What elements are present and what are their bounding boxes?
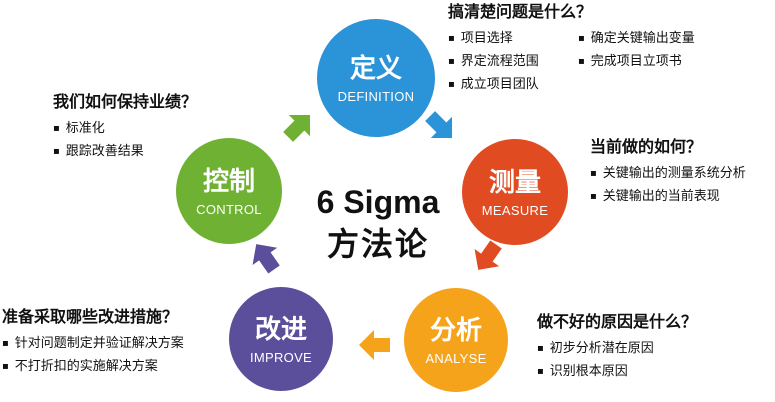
control-block: 我们如何保持业绩？ 标准化 跟踪改善结果	[53, 92, 197, 163]
control-items: 标准化 跟踪改善结果	[53, 117, 197, 163]
define-items: 项目选择 界定流程范围 成立项目团队 确定关键输出变量 完成项目立项书	[448, 22, 695, 96]
center-title-line1: 6 Sigma	[316, 184, 440, 220]
improve-subtitle: IMPROVE	[249, 349, 313, 365]
measure-title: 测量	[488, 167, 541, 198]
list-item: 成立项目团队	[448, 73, 578, 96]
arrow-measure-to-analyse	[474, 240, 502, 270]
measure-block: 当前做的如何？ 关键输出的测量系统分析 关键输出的当前表现	[590, 137, 746, 208]
list-item: 识别根本原因	[537, 360, 697, 383]
measure-question: 当前做的如何？	[590, 137, 703, 156]
list-item: 不打折扣的实施解决方案	[2, 355, 184, 378]
center-title: 6 Sigma 方法论	[300, 182, 456, 266]
list-item: 确定关键输出变量	[578, 27, 695, 50]
list-item: 针对问题制定并验证解决方案	[2, 332, 184, 355]
improve-block: 准备采取哪些改进措施？ 针对问题制定并验证解决方案 不打折扣的实施解决方案	[2, 307, 184, 378]
arrow-control-to-define	[283, 114, 311, 142]
improve-items: 针对问题制定并验证解决方案 不打折扣的实施解决方案	[2, 332, 184, 378]
list-item: 初步分析潜在原因	[537, 337, 697, 360]
analyse-title: 分析	[429, 315, 482, 346]
arrow-improve-to-control	[252, 244, 280, 274]
analyse-items: 初步分析潜在原因 识别根本原因	[537, 337, 697, 383]
list-item: 跟踪改善结果	[53, 140, 197, 163]
arrow-analyse-to-improve	[359, 330, 390, 360]
analyse-question: 做不好的原因是什么？	[537, 312, 698, 331]
define-subtitle: DEFINITION	[337, 88, 415, 104]
control-title: 控制	[202, 166, 255, 197]
center-title-line2: 方法论	[326, 225, 429, 263]
improve-title: 改进	[254, 314, 307, 345]
define-block: 搞清楚问题是什么？ 项目选择 界定流程范围 成立项目团队 确定关键输出变量 完成…	[448, 2, 695, 96]
list-item: 项目选择	[448, 27, 578, 50]
arrow-define-to-measure	[425, 111, 453, 139]
measure-items: 关键输出的测量系统分析 关键输出的当前表现	[590, 162, 746, 208]
define-items-col2: 确定关键输出变量 完成项目立项书	[578, 27, 695, 96]
define-circle: 定义 DEFINITION	[317, 19, 435, 137]
measure-subtitle: MEASURE	[481, 202, 549, 218]
control-subtitle: CONTROL	[196, 201, 262, 217]
define-items-col1: 项目选择 界定流程范围 成立项目团队	[448, 27, 578, 96]
list-item: 关键输出的测量系统分析	[590, 162, 746, 185]
list-item: 标准化	[53, 117, 197, 140]
list-item: 关键输出的当前表现	[590, 185, 746, 208]
define-title: 定义	[349, 53, 402, 84]
measure-circle: 测量 MEASURE	[462, 139, 568, 245]
list-item: 完成项目立项书	[578, 50, 695, 73]
define-question: 搞清楚问题是什么？	[448, 2, 593, 21]
improve-circle: 改进 IMPROVE	[229, 287, 333, 391]
analyse-block: 做不好的原因是什么？ 初步分析潜在原因 识别根本原因	[537, 312, 697, 383]
analyse-circle: 分析 ANALYSE	[404, 288, 508, 392]
list-item: 界定流程范围	[448, 50, 578, 73]
control-question: 我们如何保持业绩？	[53, 92, 198, 111]
analyse-subtitle: ANALYSE	[425, 350, 487, 366]
improve-question: 准备采取哪些改进措施？	[2, 307, 179, 326]
